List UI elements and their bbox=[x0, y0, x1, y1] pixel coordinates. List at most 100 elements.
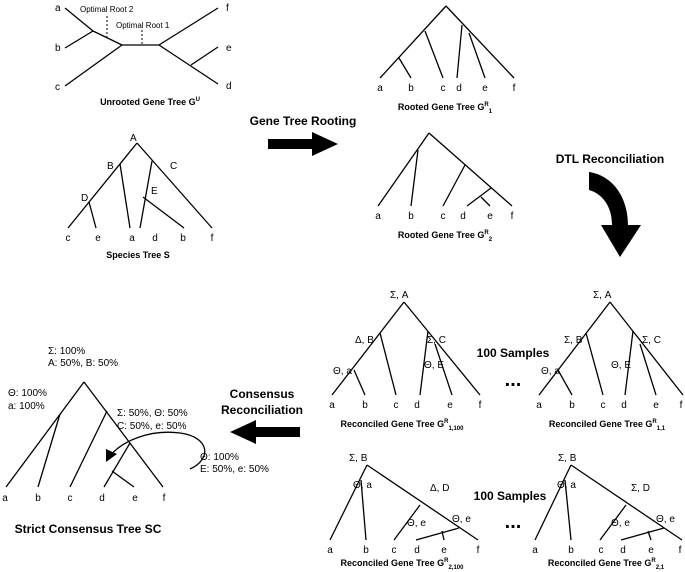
consensus-arrow-icon bbox=[230, 420, 300, 444]
gene-tree-rooting-label: Gene Tree Rooting bbox=[250, 114, 357, 128]
leaf-label: b bbox=[568, 545, 574, 556]
leaf-label: f bbox=[679, 545, 682, 556]
leaf-label: e bbox=[487, 211, 493, 222]
leaf-label: c bbox=[601, 400, 606, 411]
event-label: Σ, A bbox=[593, 290, 612, 301]
event-label: Θ, a bbox=[333, 366, 352, 377]
leaf-label: a bbox=[329, 400, 335, 411]
leaf-label: d bbox=[621, 400, 627, 411]
leaf-label: b bbox=[569, 400, 575, 411]
leaf-label: e bbox=[226, 43, 232, 54]
samples-label-upper: 100 Samples bbox=[477, 346, 550, 360]
reconciled-tree-2-1: Σ, B Θ, a Σ, D Θ, e Θ, e a b c d e f Rec… bbox=[532, 453, 683, 571]
leaf-label: a bbox=[375, 211, 381, 222]
event-label: Θ, e bbox=[407, 518, 426, 529]
dtl-reconciliation-label: DTL Reconciliation bbox=[556, 152, 664, 166]
leaf-label: b bbox=[408, 83, 414, 94]
event-label: Σ, C bbox=[642, 335, 661, 346]
reconciled-tree-2-100: Σ, B Θ, a Δ, D Θ, e Θ, e a b c d e f Rec… bbox=[327, 453, 479, 571]
event-label: Σ, A bbox=[390, 290, 409, 301]
root-annotation-line1: Σ: 100% bbox=[48, 346, 85, 357]
rooting-arrow-icon bbox=[268, 132, 338, 156]
rooted-gene-tree-1: a b c d e f Rooted Gene Tree GR1 bbox=[377, 5, 516, 115]
leaf-label: d bbox=[414, 545, 420, 556]
rooted-tree-2-caption: Rooted Gene Tree GR2 bbox=[398, 230, 493, 243]
event-label: Σ, B bbox=[558, 453, 577, 464]
leaf-label: d bbox=[620, 545, 626, 556]
event-label: Σ, D bbox=[631, 483, 650, 494]
leaf-label: e bbox=[482, 83, 488, 94]
node-label: A bbox=[130, 133, 137, 144]
reconciled-tree-2-100-caption: Reconciled Gene Tree GR2,100 bbox=[341, 558, 465, 571]
event-label: Σ, B bbox=[349, 453, 368, 464]
leaf-label: e bbox=[132, 493, 138, 504]
leaf-label: a bbox=[377, 83, 383, 94]
leaf-label: f bbox=[211, 233, 214, 244]
leaf-label: c bbox=[392, 545, 397, 556]
leaf-label: b bbox=[408, 211, 414, 222]
leaf-label: a bbox=[532, 545, 538, 556]
optimal-root-1-label: Optimal Root 1 bbox=[116, 21, 170, 30]
leaf-label: d bbox=[226, 81, 232, 92]
root-annotation-line2: A: 50%, B: 50% bbox=[48, 358, 118, 369]
inner-annotation-line1: Θ: 100% bbox=[200, 452, 239, 463]
leaf-label: c bbox=[55, 82, 60, 93]
reconciled-tree-1-100: Σ, A Δ, B Σ, C Θ, a Θ, E a b c d e f Rec… bbox=[329, 290, 481, 432]
rooted-gene-tree-2: a b c d e f Rooted Gene Tree GR2 bbox=[375, 132, 514, 243]
consensus-pointer-arrowhead bbox=[106, 449, 117, 462]
leaf-label: a bbox=[327, 545, 333, 556]
leaf-label: e bbox=[648, 545, 654, 556]
event-label: Σ, C bbox=[427, 335, 446, 346]
event-label: Θ, e bbox=[611, 518, 630, 529]
reconciled-tree-1-1-caption: Reconciled Gene Tree GR1,1 bbox=[549, 419, 666, 432]
leaf-label: b bbox=[55, 43, 61, 54]
event-label: Δ, D bbox=[430, 483, 449, 494]
ellipsis-upper: ... bbox=[505, 369, 522, 391]
left-annotation-line1: Θ: 100% bbox=[8, 388, 47, 399]
dtl-curved-arrow-icon bbox=[589, 172, 641, 257]
leaf-label: a bbox=[55, 3, 61, 14]
optimal-root-2-label: Optimal Root 2 bbox=[80, 5, 134, 14]
leaf-label: a bbox=[536, 400, 542, 411]
leaf-label: d bbox=[460, 211, 466, 222]
leaf-label: a bbox=[2, 493, 8, 504]
leaf-label: b bbox=[362, 400, 368, 411]
leaf-label: e bbox=[441, 545, 447, 556]
leaf-label: f bbox=[163, 493, 166, 504]
node-label: E bbox=[151, 186, 158, 197]
event-label: Θ, e bbox=[656, 514, 675, 525]
consensus-tree-caption: Strict Consensus Tree SC bbox=[15, 522, 162, 536]
leaf-label: f bbox=[513, 83, 516, 94]
leaf-label: e bbox=[653, 400, 659, 411]
leaf-label: b bbox=[180, 233, 186, 244]
leaf-label: f bbox=[680, 400, 683, 411]
leaf-label: c bbox=[66, 233, 71, 244]
event-label: Θ, a bbox=[353, 480, 372, 491]
right-annotation-line2: C: 50%, e: 50% bbox=[117, 421, 187, 432]
inner-annotation-line2: E: 50%, e: 50% bbox=[200, 464, 269, 475]
leaf-label: c bbox=[394, 400, 399, 411]
species-tree-caption: Species Tree S bbox=[106, 250, 170, 260]
leaf-label: c bbox=[68, 493, 73, 504]
leaf-label: d bbox=[152, 233, 158, 244]
event-label: Θ, E bbox=[424, 360, 444, 371]
reconciled-tree-2-1-caption: Reconciled Gene Tree GR2,1 bbox=[548, 558, 665, 571]
leaf-label: d bbox=[99, 493, 105, 504]
consensus-label-line2: Reconciliation bbox=[221, 403, 303, 417]
reconciled-tree-1-100-caption: Reconciled Gene Tree GR1,100 bbox=[341, 419, 465, 432]
consensus-label-line1: Consensus bbox=[230, 387, 295, 401]
leaf-label: c bbox=[441, 83, 446, 94]
rooted-tree-1-caption: Rooted Gene Tree GR1 bbox=[398, 102, 493, 115]
leaf-label: a bbox=[129, 233, 135, 244]
unrooted-tree-caption: Unrooted Gene Tree GU bbox=[100, 97, 200, 107]
ellipsis-lower: ... bbox=[505, 511, 522, 533]
right-annotation-line1: Σ: 50%, Θ: 50% bbox=[117, 408, 188, 419]
leaf-label: f bbox=[226, 3, 229, 14]
leaf-label: c bbox=[599, 545, 604, 556]
node-label: C bbox=[170, 161, 177, 172]
node-label: D bbox=[81, 193, 88, 204]
leaf-label: d bbox=[414, 400, 420, 411]
event-label: Θ, a bbox=[557, 480, 576, 491]
unrooted-gene-tree: a b c f e d Optimal Root 2 Optimal Root … bbox=[55, 3, 232, 107]
